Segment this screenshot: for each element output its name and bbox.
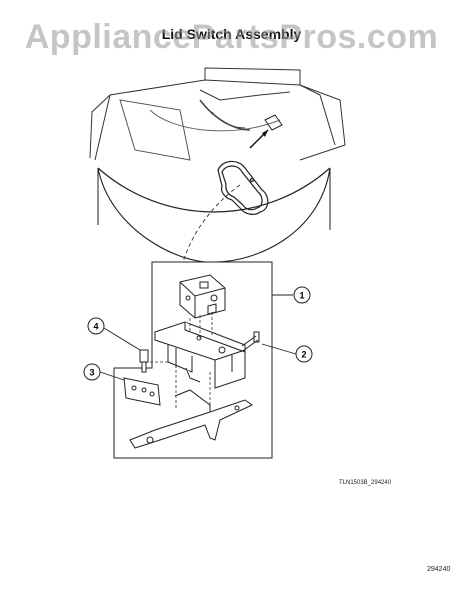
callout-3-label: 3: [89, 368, 94, 378]
page-code: 294240: [427, 566, 451, 573]
callout-3: 3: [83, 363, 125, 381]
callout-2: 2: [261, 343, 313, 363]
push-pin-part: [139, 349, 149, 373]
callout-4-label: 4: [93, 322, 98, 332]
figure-code: TLN1503B_294240: [339, 480, 392, 486]
switch-bracket: [154, 321, 246, 389]
diagram-title: Lid Switch Assembly: [161, 26, 302, 42]
actuator-lever: [129, 389, 253, 449]
lid-switch-part: [179, 274, 226, 319]
callout-2-label: 2: [301, 350, 306, 360]
callout-1-label: 1: [299, 291, 304, 301]
callout-4: 4: [87, 317, 141, 351]
watermark-logo: AppliancePartsPros.com: [24, 18, 439, 56]
callout-1: 1: [272, 286, 311, 304]
shield-plate-part: [123, 377, 161, 406]
switch-outline-magnified: [217, 160, 269, 215]
magnifier-circle: [97, 167, 331, 213]
screw-part: [241, 331, 260, 351]
washer-illustration: [89, 67, 346, 161]
